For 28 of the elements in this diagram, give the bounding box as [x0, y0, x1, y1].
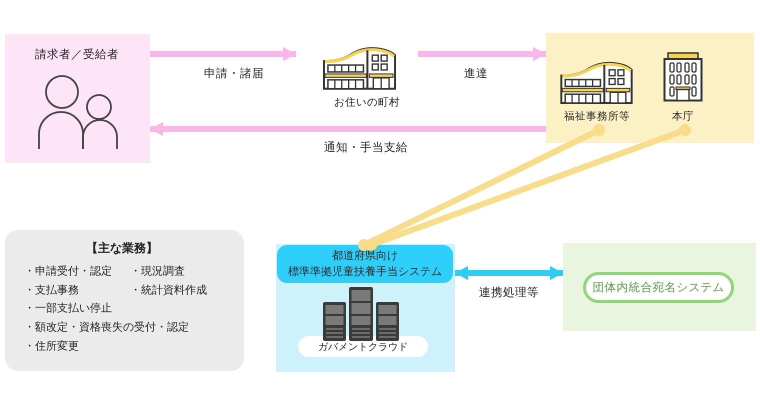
- panel-heading: 【主な業務】: [86, 240, 158, 256]
- list-item: ・住所変更: [24, 339, 79, 353]
- edge-label: 通知・手当支給: [324, 141, 408, 155]
- list-item: ・申請受付・認定: [24, 264, 112, 278]
- edge-label: 連携処理等: [479, 286, 539, 300]
- list-item: ・額改定・資格喪失の受付・認定: [24, 320, 189, 334]
- system-box: 都道府県向け標準準拠児童扶養手当システム: [277, 245, 453, 283]
- list-item: ・統計資料作成: [130, 283, 207, 297]
- double-arrow: [455, 266, 563, 280]
- arrow: [150, 47, 296, 61]
- panel: [546, 33, 754, 143]
- edge-label: 進達: [464, 67, 488, 81]
- list-item: ・一部支払い停止: [24, 301, 112, 315]
- panel: [276, 244, 455, 372]
- connector-line: [358, 124, 605, 251]
- panel: [5, 34, 150, 163]
- building-label: 本庁: [672, 110, 694, 124]
- edge-label: 申請・諸届: [204, 67, 264, 81]
- building-label: 福祉事務所等: [564, 110, 630, 124]
- list-item: ・支払事務: [24, 283, 79, 297]
- arrow: [418, 47, 546, 61]
- list-item: ・現況調査: [130, 264, 185, 278]
- system-pill: 団体内統合宛名システム: [583, 272, 734, 303]
- connector-line: [365, 124, 691, 251]
- building-label: お住いの町村: [334, 96, 400, 110]
- panel: [563, 243, 756, 331]
- arrow: [150, 122, 546, 136]
- panel-title: 請求者／受給者: [35, 48, 119, 62]
